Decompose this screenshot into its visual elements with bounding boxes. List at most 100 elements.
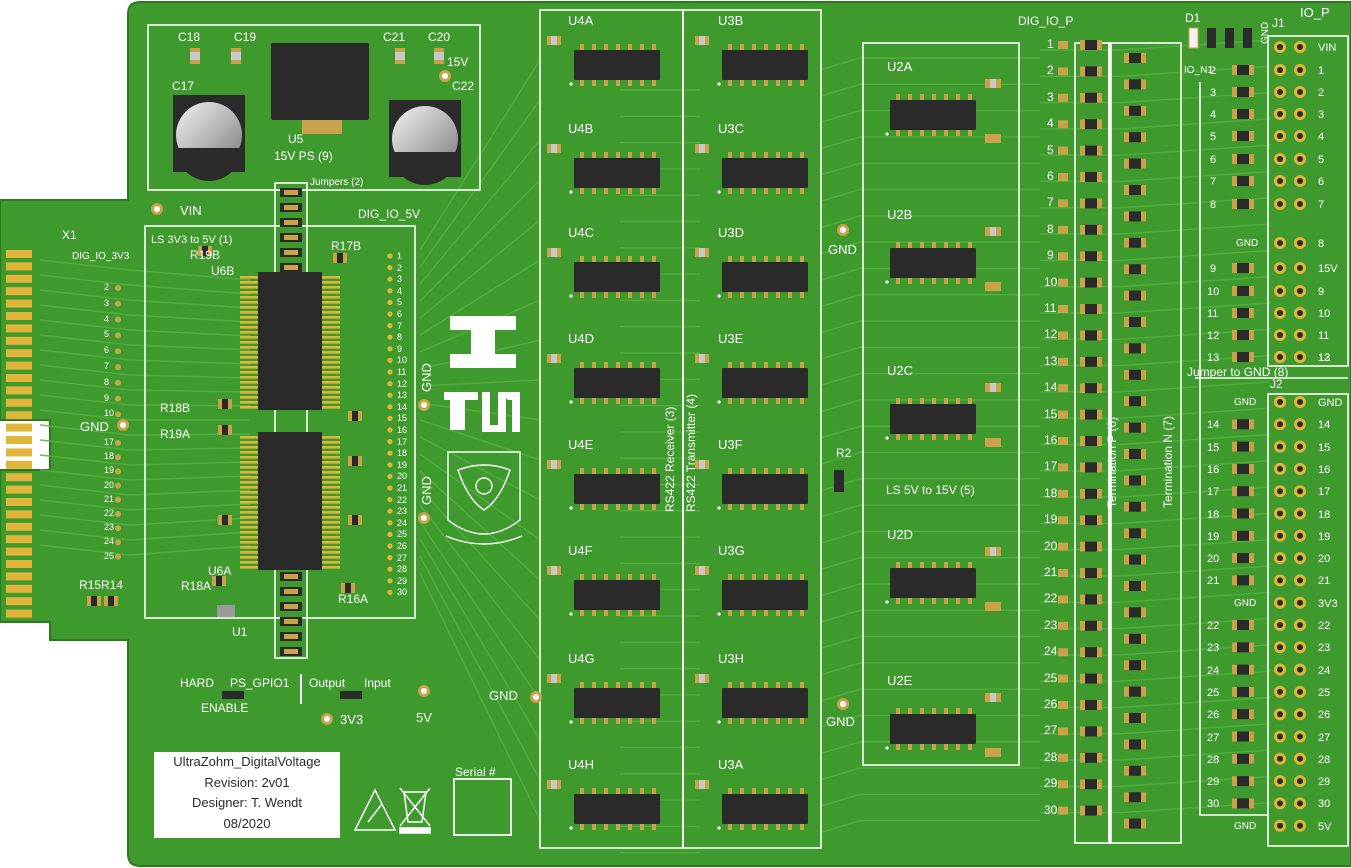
- chip-pin: [628, 362, 632, 369]
- header-hole: [1277, 465, 1283, 472]
- gnd-label-2: GND: [826, 714, 855, 729]
- pin1-dot: [885, 436, 889, 440]
- revision-text: Revision: 2v01: [204, 774, 290, 790]
- chip-pin: [628, 717, 632, 724]
- chip-label-u3e: U3E: [718, 331, 744, 346]
- chip-pin: [740, 187, 744, 194]
- resistor-pad: [1249, 686, 1254, 697]
- resistor-pad: [1249, 199, 1254, 209]
- chip-label-u2d: U2D: [887, 527, 914, 542]
- trace: [1040, 144, 1271, 156]
- resistor-pad: [333, 253, 337, 263]
- chip-pin: [764, 291, 768, 298]
- dig-io-p-pin-10: 10: [1044, 274, 1058, 289]
- io-n1-label: IO_N1: [1184, 65, 1213, 76]
- header-hole: [1297, 156, 1303, 162]
- via: [115, 285, 121, 291]
- resistor-pad: [1141, 686, 1146, 697]
- chip-pin: [628, 256, 632, 263]
- header-hole: [1297, 89, 1303, 95]
- chip-pin: [896, 433, 900, 440]
- io-n1-pin-8: 9: [1210, 263, 1217, 275]
- resistor-pad: [1124, 633, 1129, 644]
- u6-pin: [322, 391, 340, 394]
- resistor-pad: [1141, 343, 1146, 354]
- header-hole: [1277, 778, 1283, 785]
- chip-pin: [956, 277, 960, 284]
- resistor-pad: [1232, 508, 1237, 519]
- header-hole: [1297, 288, 1303, 294]
- resistor-r2: [834, 470, 844, 492]
- dig-io-p-pin-14: 14: [1044, 380, 1058, 395]
- chip-pin: [896, 743, 900, 750]
- r15r14-label: R15R14: [79, 578, 124, 592]
- u4d-chip: [569, 362, 660, 404]
- resistor-pad: [1249, 352, 1254, 362]
- header-hole: [1277, 67, 1283, 73]
- resistor-pad: [1249, 176, 1254, 186]
- trace: [819, 162, 1040, 176]
- u6-pin: [240, 406, 258, 409]
- resistor-pad: [348, 411, 352, 421]
- u6-pin: [322, 281, 340, 284]
- chip-pin: [728, 362, 732, 369]
- u6-pin: [240, 286, 258, 289]
- via: [115, 411, 121, 418]
- trace: [819, 57, 1040, 71]
- via: [387, 508, 393, 514]
- j2-left-label-15: 27: [1207, 731, 1220, 744]
- header-hole: [1277, 178, 1283, 184]
- chip-pin: [788, 256, 792, 263]
- dig-io-p-pin-7: 7: [1047, 195, 1054, 210]
- resistor-pad: [1141, 237, 1146, 248]
- resistor: [1080, 119, 1102, 130]
- u6-pin: [240, 366, 258, 369]
- resistor-pad: [1249, 308, 1254, 318]
- ls-label-r18a: R18A: [181, 579, 212, 593]
- resistor-pad: [1232, 65, 1237, 75]
- chip-pin: [592, 788, 596, 795]
- resistor-pad: [1097, 620, 1102, 631]
- resistor: [1232, 263, 1254, 273]
- chip-pin: [956, 242, 960, 249]
- gnd-label-3: GND: [489, 688, 518, 703]
- chip-pin: [628, 79, 632, 86]
- dig5v-pin-5: 5: [397, 297, 403, 308]
- chip-pin: [652, 468, 656, 475]
- chip-pin: [592, 256, 596, 263]
- trace: [819, 109, 1040, 124]
- chip-pin: [752, 609, 756, 616]
- chip-pin: [944, 277, 948, 284]
- u3b-chip: [717, 44, 808, 86]
- chip-pin: [628, 397, 632, 404]
- x1-pin-21: 21: [104, 493, 115, 504]
- chip-body: [722, 794, 808, 824]
- j2-right-label-8: 21: [1318, 575, 1331, 588]
- chip-pin: [788, 717, 792, 724]
- j2-left-label-19: GND: [1234, 820, 1257, 832]
- chip-pin: [776, 574, 780, 581]
- resistor-pad: [348, 515, 352, 525]
- header-hole: [1297, 577, 1303, 584]
- chip-pin: [764, 152, 768, 159]
- resistor-pad: [218, 399, 222, 409]
- chip-pin: [604, 187, 608, 194]
- u6-pin: [322, 436, 340, 439]
- led: [1225, 28, 1234, 48]
- chip-pin: [920, 129, 924, 136]
- j1-right-label-12: 11: [1318, 330, 1330, 342]
- resistor-pad: [1080, 40, 1085, 50]
- chip-pin: [652, 397, 656, 404]
- resistor-pad: [1141, 607, 1146, 618]
- u6-pins: [240, 276, 340, 569]
- chip-pin: [776, 44, 780, 51]
- pin-pad: [1058, 542, 1068, 551]
- chip-pin: [944, 708, 948, 715]
- pin-pad: [1058, 146, 1068, 155]
- resistor: [1232, 508, 1254, 519]
- chip-pin: [764, 256, 768, 263]
- resistor-pad: [1232, 441, 1237, 452]
- trace: [1040, 118, 1271, 130]
- x1-pin-24: 24: [104, 536, 115, 547]
